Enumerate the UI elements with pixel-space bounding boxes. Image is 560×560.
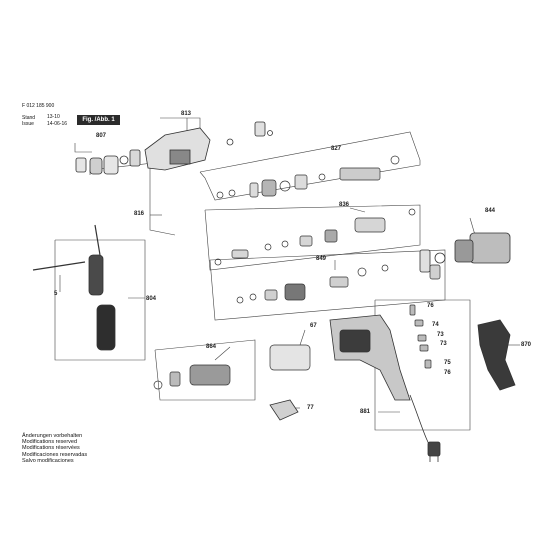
leader-844 [469,217,476,236]
issue-value: 14-06-16 [47,121,68,127]
aux-handle [88,224,116,351]
callout-836: 836 [339,202,350,208]
issue-label: Issue [22,121,34,127]
callout-804: 804 [146,296,157,302]
box-804 [54,239,146,361]
callout-73-a: 73 [437,332,444,338]
note-en: Modifications reserved [22,439,78,446]
box-864 [154,339,256,401]
striker-parts [214,208,416,266]
bracket-77 [269,399,299,421]
callout-827: 827 [331,146,342,152]
figure-label: Fig. /Abb. 1 [77,115,120,125]
note-es-alt: Salvo modificaciones [22,457,74,464]
callout-73-b: 73 [440,341,447,347]
callout-76-top: 76 [427,303,434,309]
spindle-parts [216,155,400,199]
callout-844: 844 [485,208,496,214]
callout-816: 816 [134,211,145,217]
callout-77: 77 [307,405,314,411]
note-de: Änderungen vorbehalten [22,433,83,439]
gear-housing [144,121,273,171]
doc-number: F 012 185 900 [22,103,55,109]
note-es: Modificaciones reservadas [22,451,88,458]
callout-870: 870 [521,342,532,348]
bracket-813 [160,117,201,130]
callout-807: 807 [96,133,107,139]
chuck-assembly [75,149,141,175]
callout-67: 67 [310,323,317,329]
main-housing [329,314,411,401]
callout-76-bottom: 76 [444,370,451,376]
callout-5: 5 [54,291,58,297]
bracket-807 [74,143,92,153]
cable-plug [409,394,441,462]
leader-67 [299,329,306,346]
handle-grip [477,319,516,391]
depth-rod [32,261,86,271]
stand-value: 13-10 [47,114,60,120]
callout-75: 75 [444,360,451,366]
stand-label: Stand [22,115,36,121]
callout-813: 813 [181,111,192,117]
small-parts [409,304,432,369]
note-fr: Modifications réservées [22,445,80,452]
callout-849: 849 [316,256,327,262]
motor-housing [419,232,511,273]
callout-881: 881 [360,409,371,415]
crank-parts [236,264,441,304]
box-836 [204,204,421,271]
callout-864: 864 [206,344,217,350]
leader-864 [214,346,231,361]
box-881 [374,299,471,431]
box-827 [199,131,421,201]
callout-74: 74 [432,322,439,328]
motor-parts [153,344,311,390]
box-816 [149,165,176,236]
modification-notes: Änderungen vorbehalten Modifications res… [22,433,87,464]
leader-836 [349,207,366,213]
